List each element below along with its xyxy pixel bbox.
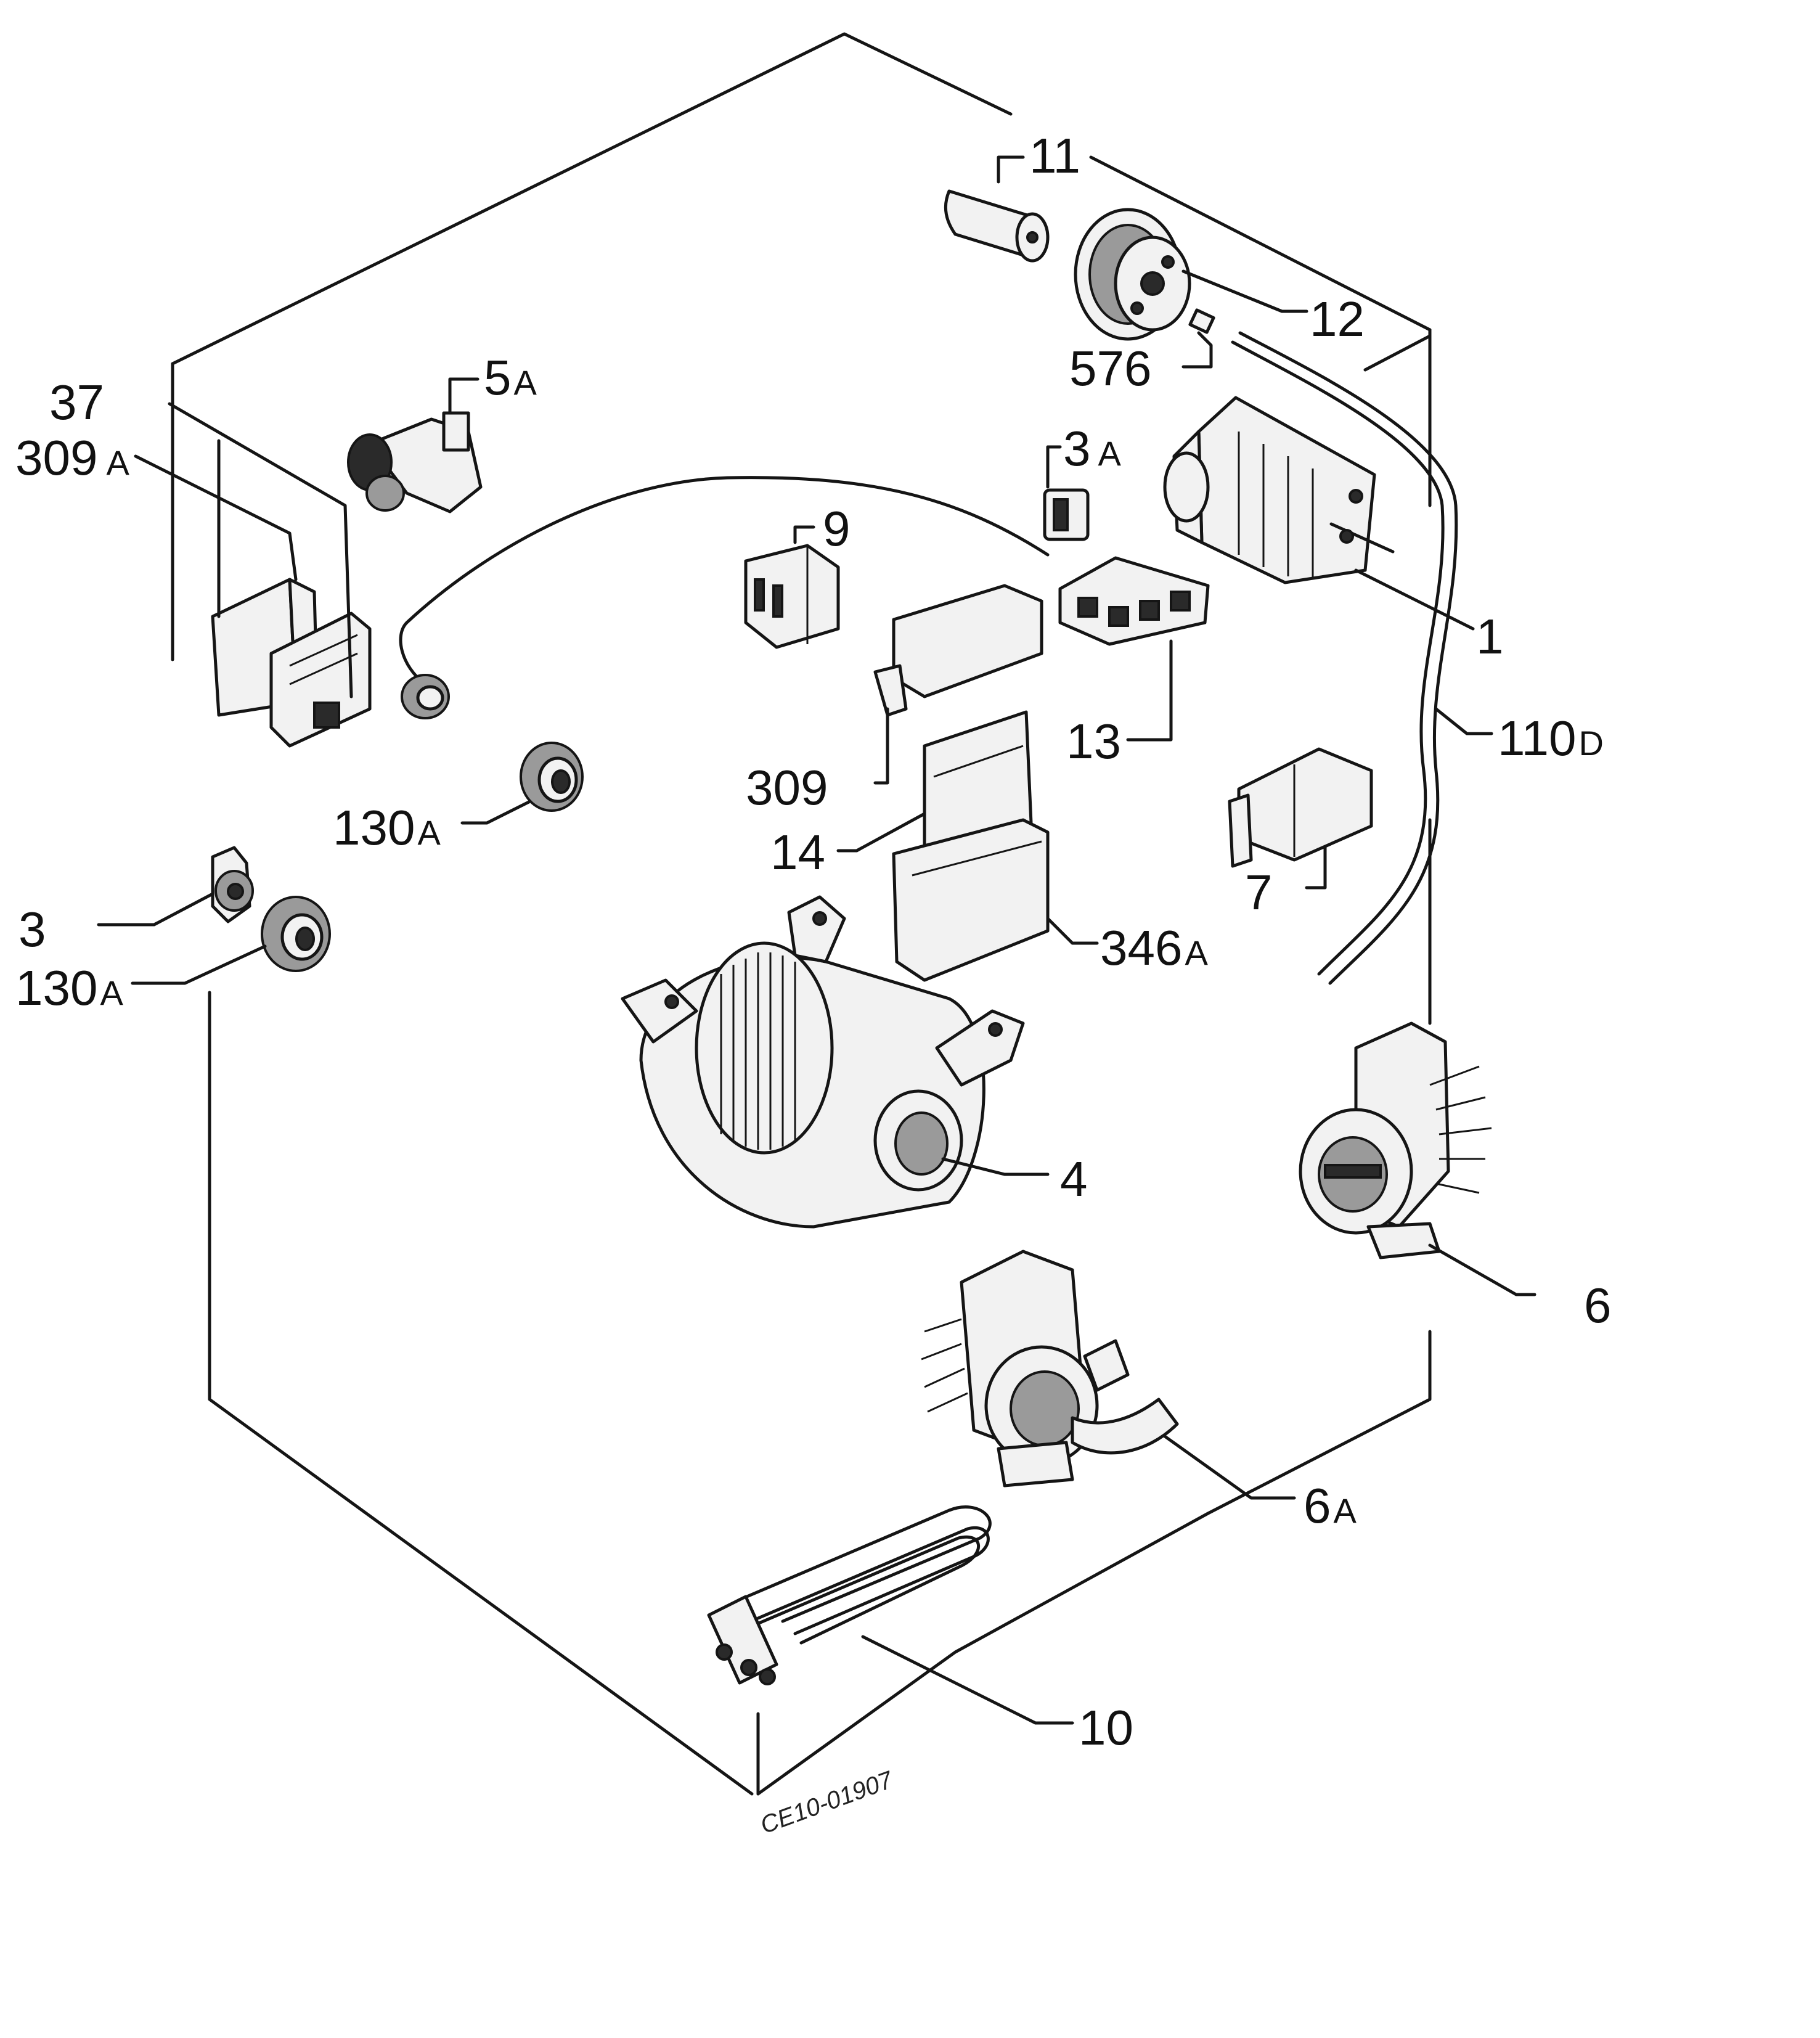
label-130a-lower: 130A — [15, 960, 123, 1015]
label-110d: 110D — [1498, 711, 1604, 766]
label-4: 4 — [1060, 1152, 1088, 1206]
label-11: 11 — [1029, 128, 1080, 183]
part-3-thermostat — [211, 846, 254, 923]
label-3: 3 — [18, 902, 46, 957]
wire-grommet — [401, 674, 450, 719]
part-13-terminal-block — [1058, 556, 1210, 646]
label-12: 12 — [1310, 292, 1365, 346]
label-346a: 346A — [1100, 920, 1208, 975]
part-11-capacitor — [944, 189, 1050, 263]
label-10: 10 — [1079, 1700, 1133, 1755]
part-12-pulley — [1074, 208, 1191, 341]
label-6: 6 — [1584, 1278, 1612, 1333]
part-309-cover — [873, 584, 1043, 717]
label-576: 576 — [1069, 341, 1151, 396]
leader-lines — [97, 155, 1536, 1725]
label-37: 37 — [49, 375, 104, 430]
part-4-motor — [621, 895, 1025, 1229]
part-37-309a-control-board — [211, 578, 372, 748]
part-9-relay — [744, 544, 840, 649]
part-5a-valve — [347, 411, 483, 514]
label-5a: 5A — [484, 350, 537, 405]
part-6-pump — [1299, 1021, 1492, 1259]
label-9: 9 — [823, 501, 851, 556]
label-309: 309 — [746, 760, 828, 815]
drawing-code: CE10-01907 — [757, 1766, 897, 1840]
part-1-timer — [1163, 396, 1395, 584]
part-10-heater — [707, 1505, 992, 1685]
part-7-filter — [1228, 747, 1373, 868]
part-576-screw — [1188, 308, 1215, 334]
part-130a-grommet-upper — [520, 742, 584, 812]
part-6a-pump — [921, 1250, 1179, 1488]
label-1: 1 — [1476, 609, 1504, 664]
label-130a-upper: 130A — [333, 800, 441, 855]
label-13: 13 — [1066, 714, 1121, 769]
part-130a-grommet-lower — [261, 896, 331, 972]
part-346a-housing — [892, 818, 1050, 982]
part-110d-hose — [1231, 331, 1458, 985]
label-6a: 6A — [1304, 1478, 1357, 1533]
part-3a-switch — [399, 476, 1090, 686]
label-7: 7 — [1245, 865, 1273, 920]
label-14: 14 — [770, 825, 825, 880]
